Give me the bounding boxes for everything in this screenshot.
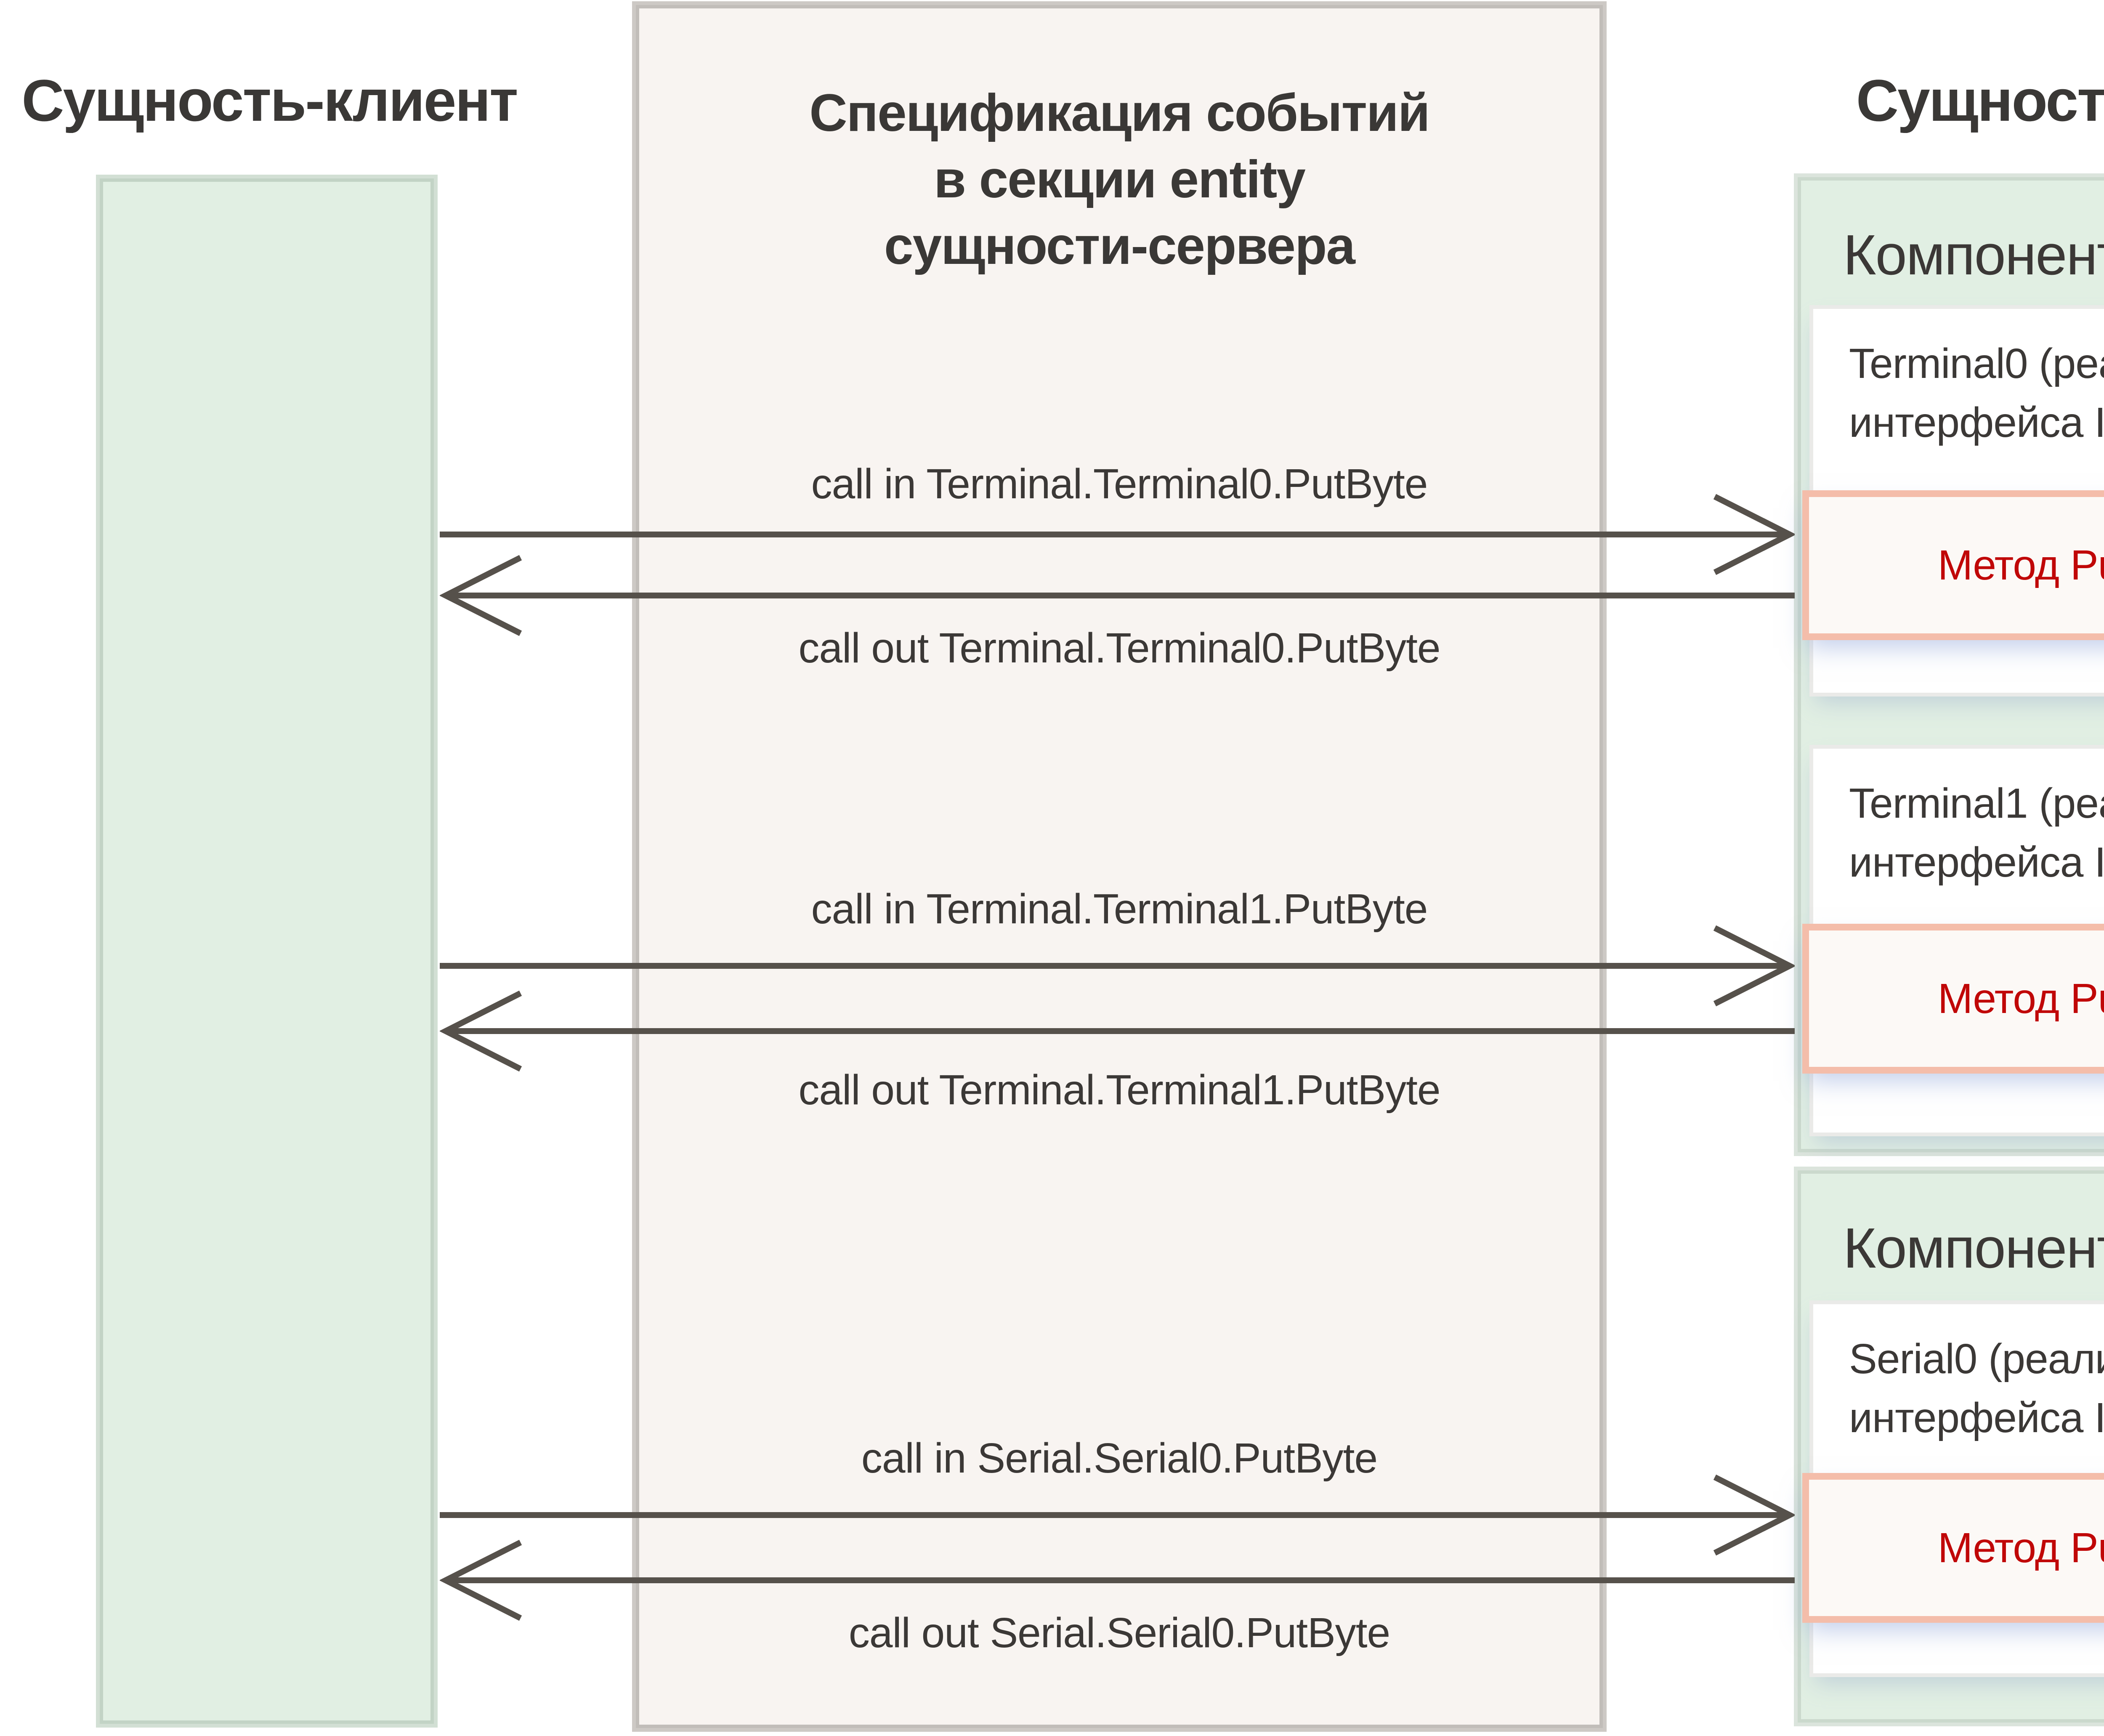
serial0-impl-name-line1: Serial0 (реализация [1849,1335,2104,1382]
terminal0-putbyte-method-box: Метод PutByte [1802,490,2104,640]
serial0-impl-name: Serial0 (реализация интерфейса IConsole) [1813,1304,2104,1447]
terminal1-putbyte-method-label: Метод PutByte [1937,975,2104,1022]
terminal1-impl-name-line1: Terminal1 (реализация [1849,780,2104,827]
terminal1-impl-name: Terminal1 (реализация интерфейса IConsol… [1813,749,2104,892]
terminal0-impl-name-line2: интерфейса IConsole) [1849,399,2104,446]
terminal1-impl-name-line2: интерфейса IConsole) [1849,839,2104,886]
call-in-terminal1-arrow-right [440,920,1795,1012]
message-label-call-out-serial0: call out Serial.Serial0.PutByte [848,1609,1390,1656]
serial0-impl-name-line2: интерфейса IConsole) [1849,1394,2104,1441]
component-serial-title: Компонент Serial [1843,1216,2104,1280]
event-spec-title-line1: Спецификация событий [809,84,1430,142]
event-spec-title-line3: сущности-сервера [884,217,1355,275]
message-label-call-in-serial0: call in Serial.Serial0.PutByte [861,1435,1378,1482]
serial0-putbyte-method-box: Метод PutByte [1802,1473,2104,1623]
terminal0-impl-name: Terminal0 (реализация интерфейса IConsol… [1813,309,2104,452]
terminal1-putbyte-method-box: Метод PutByte [1802,924,2104,1074]
client-entity-lifeline [96,175,438,1728]
call-in-terminal0-arrow-right [440,488,1795,581]
server-entity-header: Сущность-сервер [1856,67,2104,133]
serial0-putbyte-method-label: Метод PutByte [1937,1524,2104,1571]
event-spec-title: Спецификация событий в секции entity сущ… [632,80,1607,279]
call-out-terminal1-arrow-left [440,985,1795,1077]
call-in-serial0-arrow-right [440,1469,1795,1561]
message-label-call-in-terminal0: call in Terminal.Terminal0.PutByte [811,460,1428,508]
component-terminal-title: Компонент Terminal [1843,223,2104,287]
call-out-serial0-arrow-left [440,1534,1795,1627]
call-out-terminal0-arrow-left [440,549,1795,642]
terminal0-putbyte-method-label: Метод PutByte [1937,541,2104,589]
message-label-call-out-terminal0: call out Terminal.Terminal0.PutByte [798,625,1441,672]
event-spec-title-line2: в секции entity [934,150,1306,209]
message-label-call-out-terminal1: call out Terminal.Terminal1.PutByte [798,1066,1441,1114]
client-entity-header: Сущность-клиент [21,67,518,133]
event-spec-panel [632,1,1607,1732]
message-label-call-in-terminal1: call in Terminal.Terminal1.PutByte [811,885,1428,933]
terminal0-impl-name-line1: Terminal0 (реализация [1849,340,2104,387]
